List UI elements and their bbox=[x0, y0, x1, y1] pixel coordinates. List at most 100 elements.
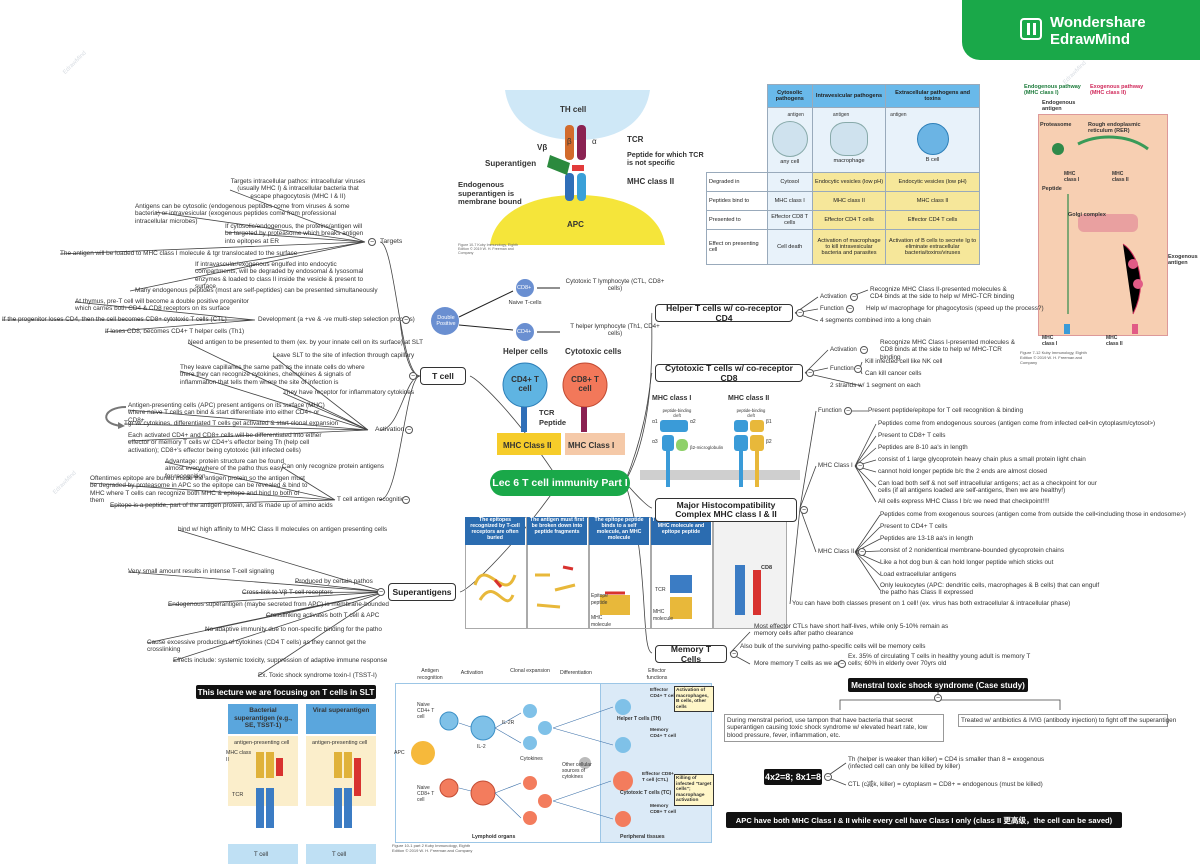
superantigen-item-1: bind w/ high affinity to MHC Class II mo… bbox=[178, 526, 388, 533]
thl-label: T helper lymphocyte (Th1, CD4+ cells) bbox=[570, 323, 660, 338]
apc-label: APC bbox=[567, 220, 584, 229]
exogenous-pathway-label: Exogenous pathway (MHC class II) bbox=[1090, 84, 1144, 97]
apc-note: APC have both MHC Class I & II while eve… bbox=[726, 812, 1122, 828]
recognition-item-2: Can only recognize protein antigens bbox=[282, 463, 384, 470]
cytotoxic-function-label[interactable]: Function bbox=[830, 365, 854, 372]
collapse-tcell-icon[interactable]: − bbox=[409, 372, 417, 380]
helper-th-label: Helper T cells (TH) bbox=[617, 716, 661, 722]
collapse-mhc-class-i-icon[interactable]: − bbox=[856, 462, 864, 470]
targets-label[interactable]: Targets bbox=[380, 238, 403, 245]
superantigen-item-10: Ex. Toxic shock syndrome toxin-I (TSST-I… bbox=[258, 672, 377, 679]
recognition-item-3: Oftentimes epitope are buried inside the… bbox=[90, 475, 308, 505]
figure-caption: Figure 7-12 Kuby Immunology, Eighth Edit… bbox=[1020, 350, 1087, 365]
helper-function-label[interactable]: Function bbox=[820, 305, 844, 312]
header-differentiation: Differentiation bbox=[560, 670, 592, 676]
beta2-label: β2 bbox=[766, 439, 772, 445]
activation-item-3: They leave capillaries the same path as … bbox=[180, 364, 365, 386]
epitope-panel-3: The epitope peptide binds to a self mole… bbox=[589, 517, 649, 545]
mhc-class-i-branch-label[interactable]: MHC Class I bbox=[818, 462, 853, 469]
menstral-tss-title[interactable]: Menstral toxic shock syndrome (Case stud… bbox=[848, 678, 1028, 692]
mhc1-item-4: consist of 1 large glycoprotein heavy ch… bbox=[878, 456, 1086, 463]
mnemonic-label[interactable]: 4x2=8; 8x1=8 bbox=[764, 769, 822, 785]
cytotoxic-activation-text: Recognize MHC Class I-presented molecule… bbox=[880, 339, 1015, 361]
collapse-mhc-icon[interactable]: − bbox=[800, 506, 808, 514]
collapse-mhc-class-ii-icon[interactable]: − bbox=[858, 548, 866, 556]
superantigen-binding-illustration bbox=[256, 752, 361, 828]
cytotoxic-tc-label: Cytotoxic T cells (TC) bbox=[620, 790, 672, 796]
watermark: EdrawMind bbox=[62, 50, 88, 76]
collapse-cytotoxic-icon[interactable]: − bbox=[806, 369, 814, 377]
cytotoxic-tcells-node[interactable]: Cytotoxic T cells w/ co-receptor CD8 bbox=[655, 363, 803, 383]
mhc-class-i-label: MHC class I bbox=[1064, 171, 1080, 183]
exogenous-antigen-label: Exogenous antigen bbox=[1168, 254, 1198, 267]
collapse-cytotoxic-activation-icon[interactable]: − bbox=[860, 346, 868, 354]
collapse-development-icon[interactable]: − bbox=[402, 316, 410, 324]
mhc2-item-7: Only leukocytes (APC: dendritic cells, m… bbox=[880, 582, 1100, 597]
recognition-item-4: Epitope is a peptide, part of the antige… bbox=[110, 502, 333, 509]
collapse-targets-icon[interactable]: − bbox=[368, 238, 376, 246]
watermark: EdrawMind bbox=[1062, 60, 1088, 86]
targets-item-1: Targets intracellular pathos: intracellu… bbox=[230, 178, 366, 200]
mhc-molecule-label: MHC molecule bbox=[653, 609, 674, 623]
development-label[interactable]: Development (a +ve & -ve multi-step sele… bbox=[258, 316, 415, 323]
header-effector-functions: Effector functions bbox=[646, 668, 668, 682]
peptide-label: Peptide for which TCR is not specific bbox=[627, 150, 704, 167]
figure-superantigen: TH cell Vβ α β TCR Superantigen Peptide … bbox=[455, 85, 704, 255]
collapse-memory-icon[interactable]: − bbox=[730, 650, 738, 658]
header-activation: Activation bbox=[460, 670, 484, 676]
recognition-item-1: Advantage: protein structure can be foun… bbox=[165, 458, 285, 480]
mhc-function-label[interactable]: Function bbox=[818, 407, 842, 414]
central-topic[interactable]: Lec 6 T cell immunity Part I bbox=[490, 470, 630, 496]
recognition-label[interactable]: T cell antigen recognition bbox=[337, 496, 408, 503]
mhc-class-ii-branch-label[interactable]: MHC Class II bbox=[818, 548, 855, 555]
superantigen-item-6: Crosslinking activates both T cell & APC bbox=[266, 612, 380, 619]
naive-cd4-label: Naive CD4+ T cell bbox=[417, 702, 435, 720]
mhc-both-text: You can have both classes present on 1 c… bbox=[792, 600, 1071, 607]
figure-antigen-pathways: Endogenous pathway (MHC class I) Exogeno… bbox=[1020, 84, 1198, 374]
header-extracellular: Extracellular pathogens and toxins bbox=[885, 84, 980, 108]
header-intravesicular: Intravesicular pathogens bbox=[811, 84, 887, 108]
activation-item-2: Leave SLT to the site of infection throu… bbox=[273, 352, 415, 359]
collapse-mnemonic-icon[interactable]: − bbox=[824, 773, 832, 781]
helper-tcells-node[interactable]: Helper T cells w/ co-receptor CD4 bbox=[655, 303, 793, 323]
collapse-memory-age-icon[interactable]: − bbox=[838, 660, 846, 668]
double-positive-label: Double Positive bbox=[436, 315, 456, 327]
menstral-treatment-text: Treated w/ antibiotics & IVIG (antibody … bbox=[958, 714, 1176, 728]
cd4-small-label: CD4+ bbox=[517, 329, 532, 335]
collapse-recognition-icon[interactable]: − bbox=[402, 496, 410, 504]
activation-box: Activation of macrophages, B cells, othe… bbox=[674, 686, 714, 713]
collapse-activation-icon[interactable]: − bbox=[405, 426, 413, 434]
menstral-cause-text: During menstral period, use tampon that … bbox=[724, 714, 944, 743]
collapse-menstral-icon[interactable]: − bbox=[934, 694, 942, 702]
helper-activation-label[interactable]: Activation bbox=[820, 293, 847, 300]
collapse-helper-activation-icon[interactable]: − bbox=[850, 293, 858, 301]
alpha-label: α bbox=[592, 137, 597, 146]
tcell-node[interactable]: T cell bbox=[420, 367, 466, 385]
superantigens-node[interactable]: Superantigens bbox=[388, 583, 456, 601]
cd8-small-label: CD8+ bbox=[517, 285, 532, 291]
beta1-label: β1 bbox=[766, 419, 772, 425]
collapse-mhc-function-icon[interactable]: − bbox=[844, 407, 852, 415]
cd4-tcell-label: CD4+ T cell bbox=[511, 375, 539, 393]
activation-item-1: Need antigen to be presented to them (ex… bbox=[188, 339, 424, 346]
superantigen-label: Superantigen bbox=[485, 159, 537, 168]
figure-caption: Figure 10-7 Kuby Immunology, Eighth Edit… bbox=[458, 243, 519, 256]
tcr-label: TCR bbox=[539, 408, 555, 417]
mhc-class-ii-label: MHC class II bbox=[1112, 171, 1129, 183]
rer-label: Rough endoplasmic reticulum (RER) bbox=[1088, 122, 1141, 135]
collapse-helper-icon[interactable]: − bbox=[796, 309, 804, 317]
cytotoxic-cells-label: Cytotoxic cells bbox=[565, 347, 622, 356]
beta-label: β bbox=[567, 137, 572, 146]
mhc-node[interactable]: Major Histocompatibility Complex MHC cla… bbox=[655, 498, 797, 522]
collapse-helper-function-icon[interactable]: − bbox=[846, 305, 854, 313]
cytotoxic-activation-label[interactable]: Activation bbox=[830, 346, 857, 353]
development-item-2: If the progenitor loses CD4, then the ce… bbox=[2, 316, 227, 323]
collapse-superantigens-icon[interactable]: − bbox=[377, 588, 385, 596]
mhc2-item-1: Peptides come from exogenous sources (an… bbox=[880, 511, 1186, 518]
memory-tcells-node[interactable]: Memory T Cells bbox=[655, 644, 727, 664]
cd8-label: CD8 bbox=[761, 565, 773, 571]
activation-label[interactable]: Activation bbox=[375, 426, 405, 433]
collapse-cytotoxic-function-icon[interactable]: − bbox=[854, 365, 862, 373]
header-cytosolic: Cytosolic pathogens bbox=[766, 84, 813, 108]
tcell-label: T cell bbox=[254, 852, 269, 858]
